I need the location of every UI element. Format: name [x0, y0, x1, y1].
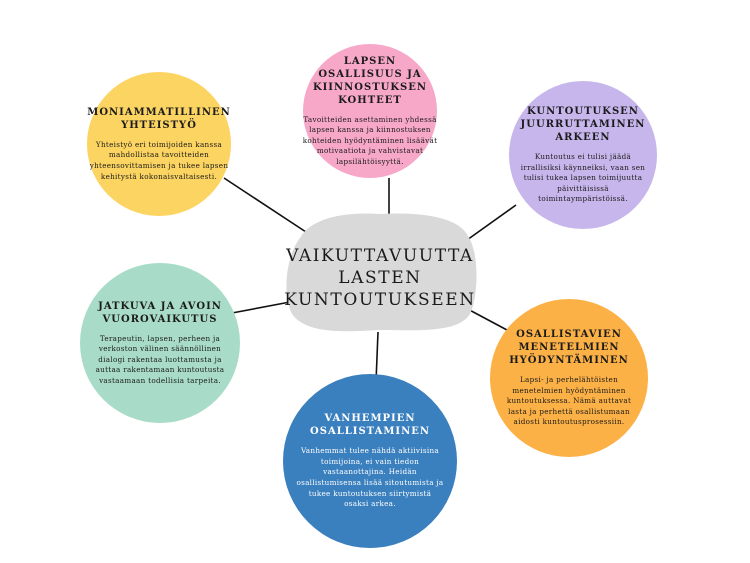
node-body-line: tulisi tukea lapsen toimijuutta [523, 173, 643, 183]
node-title-line: YHTEISTYÖ [121, 119, 197, 131]
connector-left [231, 301, 291, 314]
node-circle-bottom [283, 374, 457, 548]
node-body-line: Kuntoutus ei tulisi jäädä [534, 152, 632, 162]
node-body: Lapsi- ja perhelähtöisten menetelmien hy… [507, 375, 631, 428]
node-title-line: MONIAMMATILLINEN [87, 106, 231, 118]
node-body-line: Lapsi- ja perhelähtöisten [519, 375, 619, 385]
node-body-line: dialogi rakentaa luottamusta ja [98, 354, 222, 364]
node-rooting-rehab-into-daily-life: KUNTOUTUKSEN JUURRUTTAMINEN ARKEEN Kunto… [509, 81, 657, 229]
node-body-line: osallistumisensa lisää sitoutumista ja [296, 478, 444, 487]
node-title-line: KUNTOUTUKSEN [527, 106, 639, 118]
node-body: Kuntoutus ei tulisi jäädä irrallisiksi k… [521, 152, 645, 205]
node-body-line: Yhteistyö eri toimijoiden kanssa [95, 139, 223, 149]
node-body-line: kohteiden hyödyntäminen lisäävät [302, 135, 438, 145]
node-body-line: päivittäisissä [557, 183, 609, 193]
node-title: VANHEMPIEN OSALLISTAMINEN [310, 412, 430, 438]
node-body-line: kuntoutuksessa. Nämä auttavat [506, 396, 632, 406]
node-title-line: KIINNOSTUKSEN [312, 81, 428, 93]
node-body-line: yhteensovittamisen ja tukee lapsen [89, 161, 229, 170]
node-title-line: MENETELMIEN [518, 342, 620, 354]
node-body-line: lasta ja perhettä osallistumaan [508, 406, 630, 416]
node-body-line: lapsen kanssa ja kiinnostuksen [309, 125, 431, 135]
node-title-line: VUOROVAIKUTUS [102, 313, 218, 325]
connector-top-left [223, 177, 307, 233]
center-title-line: VAIKUTTAVUUTTA [286, 246, 474, 266]
node-body-line: toimijoina, ei vain tiedon [320, 456, 420, 466]
node-body: Vanhemmat tulee nähdä aktiivisina toimij… [296, 446, 443, 510]
center-title-line: KUNTOUTUKSEEN [284, 290, 476, 310]
node-body-line: kehitystä kokonaisvaltaisesti. [100, 171, 218, 181]
node-body-line: mahdollistaa tavoitteiden [108, 150, 210, 160]
node-title-line: JATKUVA JA AVOIN [98, 300, 222, 312]
node-circle-top [303, 44, 437, 178]
node-body-line: irrallisiksi käynneiksi, vaan sen [520, 162, 646, 172]
node-body-line: tukee kuntoutuksen siirtymistä [308, 488, 432, 498]
node-continuous-open-interaction: JATKUVA JA AVOIN VUOROVAIKUTUS Terapeuti… [80, 263, 240, 423]
center-blob [286, 213, 477, 332]
node-body-line: Vanhemmat tulee nähdä aktiivisina [300, 446, 439, 456]
node-parent-participation: VANHEMPIEN OSALLISTAMINEN Vanhemmat tule… [283, 374, 457, 548]
node-title-line: OSALLISTAVIEN [516, 329, 622, 341]
node-circle-left [80, 263, 240, 423]
node-title-line: OSALLISUUS JA [318, 68, 422, 80]
node-body-line: lapsilähtöisyyttä. [336, 156, 404, 166]
node-body-line: Terapeutin, lapsen, perheen ja [99, 333, 221, 343]
connector-bottom [375, 331, 379, 383]
node-title-line: VANHEMPIEN [324, 413, 416, 425]
node-body-line: Tavoitteiden asettaminen yhdessä [303, 114, 437, 124]
node-title: KUNTOUTUKSEN JUURRUTTAMINEN ARKEEN [521, 105, 646, 144]
node-title-line: ARKEEN [555, 132, 611, 144]
node-title-line: OSALLISTAMINEN [310, 426, 430, 438]
node-title-line: KOHTEET [338, 94, 402, 106]
node-title-line: HYÖDYNTÄMINEN [509, 355, 629, 367]
node-body: Tavoitteiden asettaminen yhdessä lapsen … [303, 115, 438, 168]
node-title-line: JUURRUTTAMINEN [520, 119, 646, 131]
node-participatory-methods: OSALLISTAVIEN MENETELMIEN HYÖDYNTÄMINEN … [490, 299, 648, 457]
node-title: MONIAMMATILLINEN YHTEISTYÖ [87, 106, 230, 132]
node-body-line: vastaanottajina. Heidän [323, 467, 417, 477]
center-title: VAIKUTTAVUUTTA LASTEN KUNTOUTUKSEEN [282, 232, 478, 324]
node-title: OSALLISTAVIEN MENETELMIEN HYÖDYNTÄMINEN [509, 328, 629, 367]
node-title: LAPSEN OSALLISUUS JA KIINNOSTUKSEN KOHTE… [313, 55, 427, 107]
node-title: JATKUVA JA AVOIN VUOROVAIKUTUS [98, 300, 222, 326]
node-title-line: LAPSEN [343, 55, 397, 67]
node-body-line: toimintaympäristöissä. [538, 194, 628, 204]
node-body-line: menetelmien hyödyntäminen [512, 385, 626, 395]
node-body: Yhteistyö eri toimijoiden kanssa mahdoll… [90, 140, 229, 182]
center-title-line: LASTEN [338, 268, 422, 288]
node-body-line: auttaa rakentamaan kuntoutusta [95, 365, 225, 375]
connector-top-right [466, 204, 517, 241]
node-body-line: aidosti kuntoutusprosessiin. [513, 417, 625, 427]
node-circle-right [490, 299, 648, 457]
node-child-participation: LAPSEN OSALLISUUS JA KIINNOSTUKSEN KOHTE… [303, 44, 437, 178]
node-multiprofessional-collaboration: MONIAMMATILLINEN YHTEISTYÖ Yhteistyö eri… [87, 72, 231, 216]
node-body-line: motivaatiota ja vahvistavat [316, 146, 424, 156]
node-circle-top-right [509, 81, 657, 229]
node-body: Terapeutin, lapsen, perheen ja verkoston… [96, 334, 225, 387]
node-body-line: vastaamaan todellisia tarpeita. [99, 375, 221, 385]
node-circle-top-left [87, 72, 231, 216]
node-body-line: osaksi arkea. [344, 499, 396, 509]
node-body-line: verkoston välinen säännöllinen [98, 344, 222, 354]
